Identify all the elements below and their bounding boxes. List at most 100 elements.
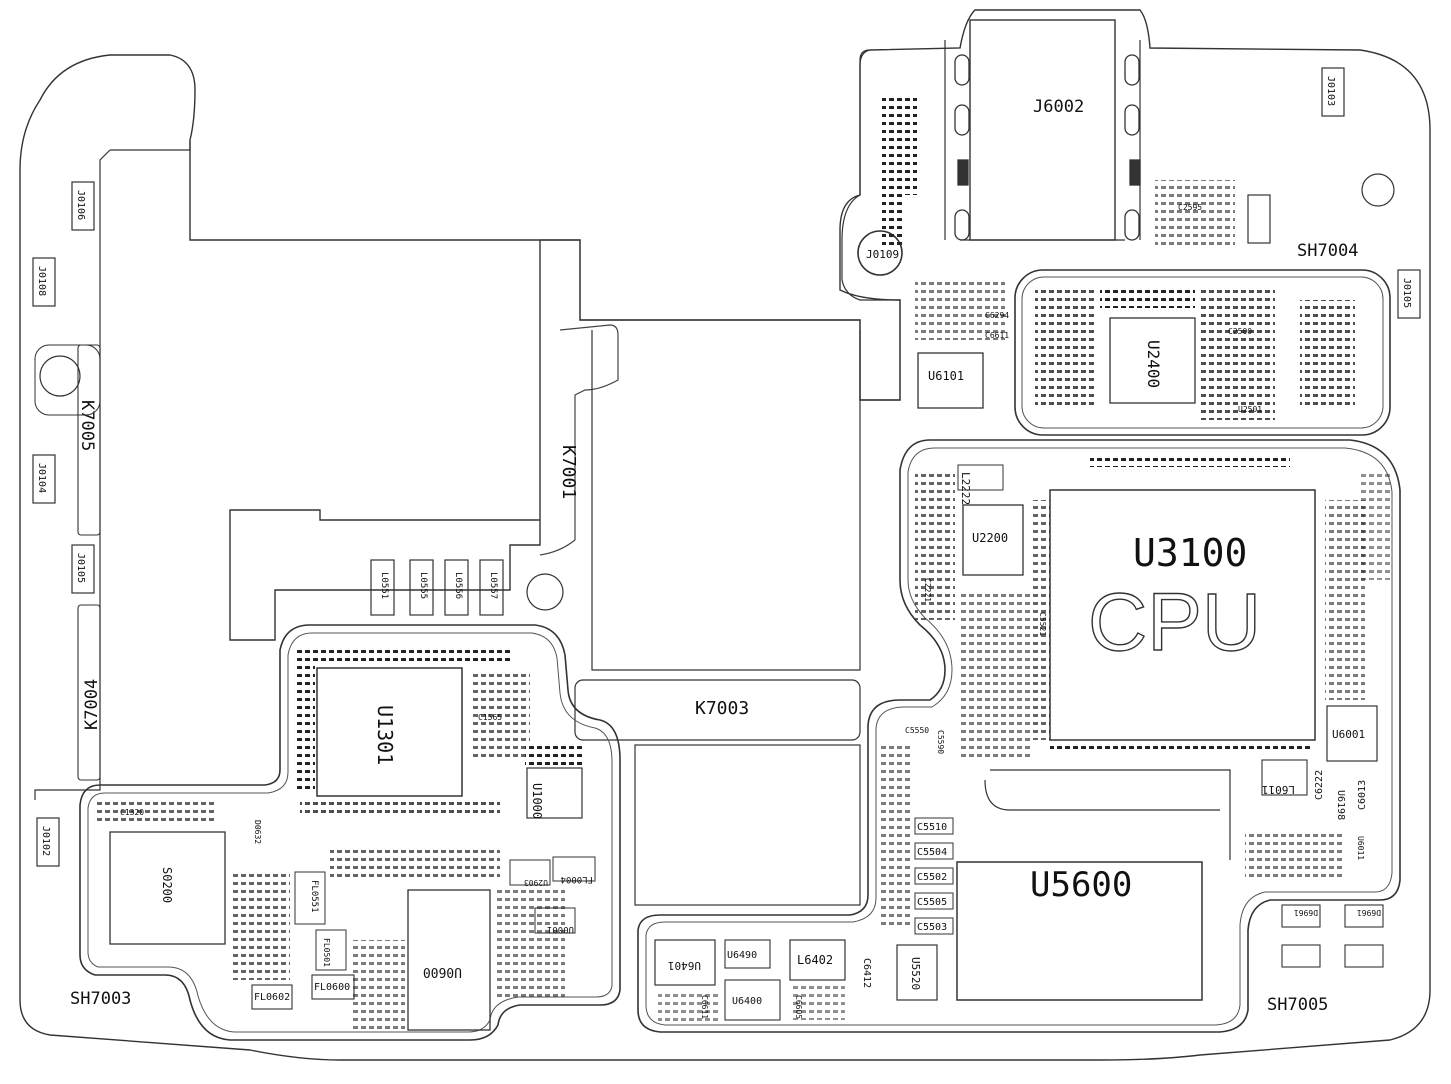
u0600-chip <box>407 889 491 1031</box>
l0556-label: L0556 <box>453 572 463 599</box>
u2400-label: U2400 <box>1144 340 1163 388</box>
u6401-label: U6401 <box>668 959 701 972</box>
j0104-label: J0104 <box>36 463 47 493</box>
sh7004-shield-inner <box>1021 276 1384 429</box>
sh7005-shield <box>637 439 1401 1033</box>
u1000-chip <box>526 767 583 819</box>
j0106-label: J0106 <box>75 190 86 220</box>
l055x-pads <box>370 559 504 616</box>
u6101-chip <box>917 352 984 409</box>
sh7004-label: SH7004 <box>1297 241 1358 261</box>
c6412-label: C6412 <box>861 958 872 988</box>
fl0602-label: FL0602 <box>254 992 290 1003</box>
small-components <box>95 95 1390 1030</box>
fl0600-label: FL0600 <box>314 982 350 993</box>
j6002-label: J6002 <box>1033 97 1084 117</box>
mount-hole-center <box>526 573 564 611</box>
j0109-ring <box>857 230 903 276</box>
u6490-label: U6490 <box>727 950 757 961</box>
s0200-chip <box>109 831 226 945</box>
d0632-label: D0632 <box>253 820 262 844</box>
k7004-region <box>77 604 101 781</box>
l6011-part <box>1261 759 1308 796</box>
u2200-chip <box>962 504 1024 576</box>
u5600-label: U5600 <box>1030 865 1132 905</box>
fl0004-part <box>552 856 596 882</box>
fl0602-part <box>251 984 293 1010</box>
u2200-label: U2200 <box>972 531 1008 545</box>
bottom-right-diodes <box>1281 904 1384 968</box>
c5502-label: C5502 <box>917 872 947 883</box>
u6198-label: U6198 <box>1335 790 1346 820</box>
u5600-chip <box>956 861 1203 1001</box>
u2903-part <box>509 859 551 886</box>
c6605-label: C6605 <box>794 995 803 1019</box>
c2221-label: C2221 <box>923 578 932 602</box>
mount-hole-left-frame <box>34 344 101 416</box>
sh7004-shield <box>1014 269 1391 436</box>
u1301-label: U1301 <box>373 705 397 765</box>
u2501-label: U2501 <box>1238 405 1262 414</box>
d6961b-label: D6961 <box>1357 908 1381 917</box>
l0557-label: L0557 <box>488 572 498 599</box>
c5504-label: C5504 <box>917 847 947 858</box>
j0109-label: J0109 <box>866 248 899 261</box>
c6222-label: C6222 <box>1314 770 1325 800</box>
u1301-chip <box>316 667 463 797</box>
u5600-keepout <box>984 769 1231 860</box>
fl0004-label: FL0004 <box>560 874 593 884</box>
c5503-label: C5503 <box>917 922 947 933</box>
u6001-label: U6001 <box>1332 728 1365 741</box>
k7001-inner <box>539 324 619 556</box>
j0108-label: J0108 <box>36 266 47 296</box>
mount-hole-right <box>1361 173 1395 207</box>
j6002-pads <box>954 54 1141 241</box>
u2903-label: U2903 <box>524 878 548 887</box>
cpu-label: CPU <box>1088 577 1261 668</box>
board-outline <box>19 9 1431 1061</box>
c6294-label: C6294 <box>985 311 1009 320</box>
j0102-label: J0102 <box>40 826 51 856</box>
fl0551-label: FL0551 <box>309 880 319 913</box>
u6400-chip <box>724 979 781 1021</box>
sh7003-label: SH7003 <box>70 989 131 1009</box>
c2595-label: C2595 <box>1178 203 1202 212</box>
c2500-label: C2500 <box>1228 327 1252 336</box>
fl0501-label: FL0501 <box>322 938 331 967</box>
u3100-label: U3100 <box>1133 531 1247 575</box>
u5520-label: U5520 <box>909 957 922 990</box>
l6402-part <box>789 939 846 981</box>
k7001-region <box>540 49 901 401</box>
edge-connectors <box>32 67 1421 867</box>
l2222-part <box>957 464 1004 491</box>
c1320-label: C1320 <box>120 808 144 817</box>
mid-lower-window <box>634 744 861 906</box>
j0105-left-label: J0105 <box>75 553 86 583</box>
l0555-label: L0555 <box>418 572 428 599</box>
u5520-chip <box>896 944 938 1001</box>
j6002-body <box>969 19 1116 241</box>
d6961-label: D6961 <box>1294 908 1318 917</box>
l2222-label: L2222 <box>959 472 972 505</box>
u6490-chip <box>724 939 771 969</box>
l0551-label: L0551 <box>379 572 389 599</box>
j0105-right-label: J0105 <box>1401 278 1412 308</box>
u6401-chip <box>654 939 716 986</box>
c6611-label: C6611 <box>985 331 1009 340</box>
c5505-label: C5505 <box>917 897 947 908</box>
c5590-label: C5590 <box>936 730 945 754</box>
fl0551-part <box>294 871 326 925</box>
c6013-label: C6013 <box>1357 780 1368 810</box>
u6001-chip <box>1326 705 1378 762</box>
sh7005-label: SH7005 <box>1267 995 1328 1015</box>
u1000-label: U1000 <box>530 783 544 819</box>
c5510-label: C5510 <box>917 822 947 833</box>
k7004-label: K7004 <box>82 679 102 730</box>
cap-column <box>914 817 954 935</box>
u6101-label: U6101 <box>928 369 964 383</box>
u6011-label: U6011 <box>1356 836 1365 860</box>
j0103-label: J0103 <box>1325 76 1336 106</box>
u2400-chip <box>1109 317 1196 404</box>
u6400-label: U6400 <box>732 996 762 1007</box>
l6402-label: L6402 <box>797 953 833 967</box>
